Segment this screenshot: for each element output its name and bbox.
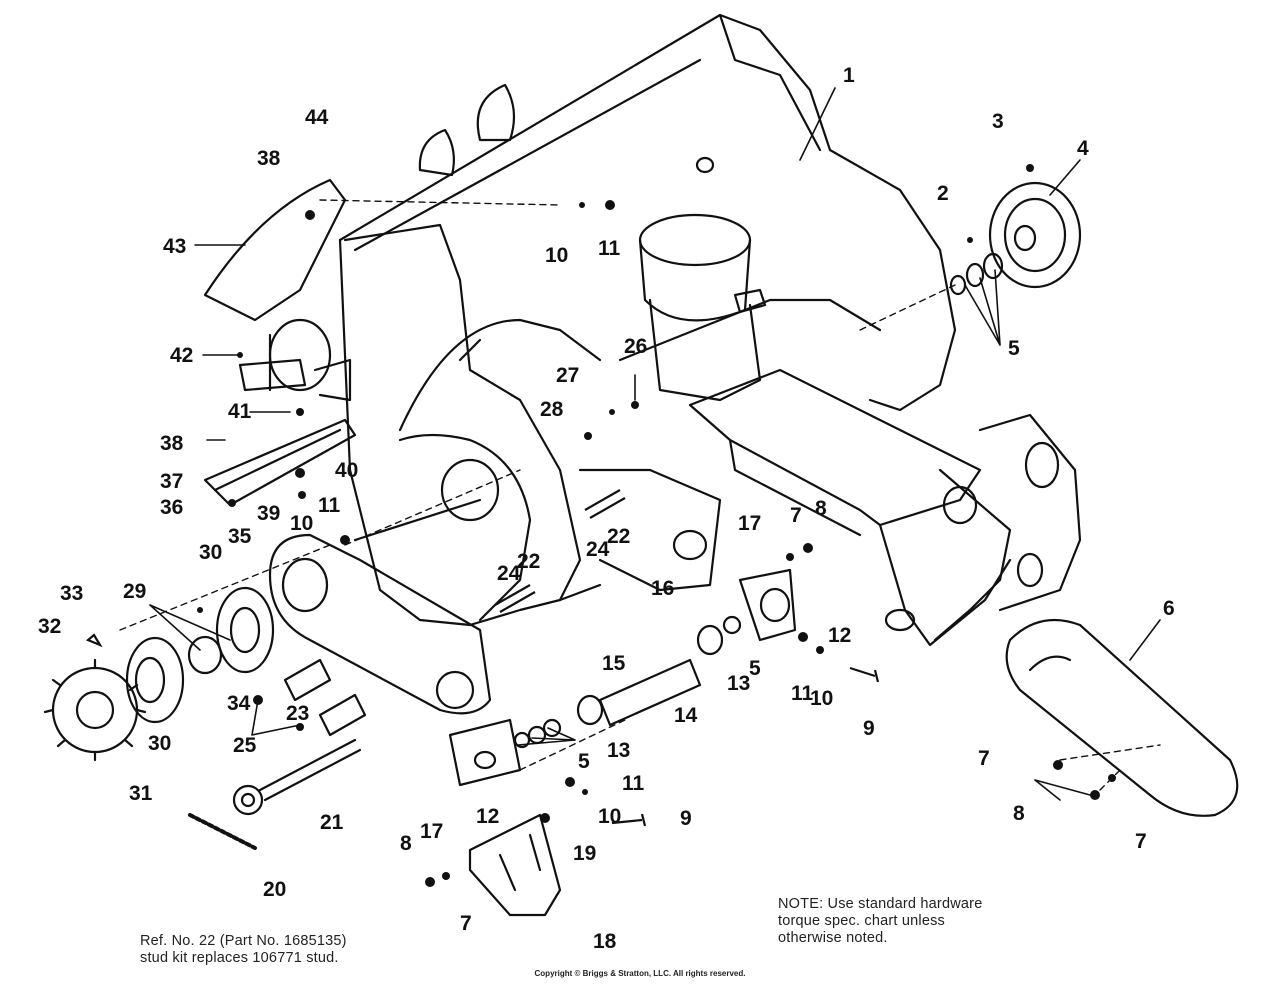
callout-11d: 11 bbox=[622, 772, 645, 795]
callout-6: 6 bbox=[1163, 597, 1175, 620]
callout-18: 18 bbox=[593, 930, 617, 953]
chute-collar bbox=[638, 213, 767, 402]
callout-21: 21 bbox=[320, 811, 344, 834]
torque-note-line-1: NOTE: Use standard hardware bbox=[778, 896, 983, 912]
callout-7a: 7 bbox=[790, 504, 802, 527]
callout-7d: 7 bbox=[460, 912, 472, 935]
callout-39: 39 bbox=[257, 502, 280, 525]
copyright-notice: Copyright © Briggs & Stratton, LLC. All … bbox=[534, 969, 746, 978]
large-sprocket bbox=[43, 658, 147, 762]
callout-5a: 5 bbox=[1008, 337, 1020, 360]
callout-43: 43 bbox=[163, 235, 186, 258]
callout-12b: 12 bbox=[476, 805, 499, 828]
torque-note-line-3: otherwise noted. bbox=[778, 930, 888, 946]
callout-10c: 10 bbox=[810, 687, 833, 710]
callout-8b: 8 bbox=[1013, 802, 1025, 825]
callout-4: 4 bbox=[1077, 137, 1089, 160]
assembly-lines bbox=[119, 199, 1161, 791]
callout-25: 25 bbox=[233, 734, 257, 757]
callout-9b: 9 bbox=[680, 807, 692, 830]
callout-11a: 11 bbox=[598, 237, 621, 260]
bearing-flanges bbox=[125, 586, 275, 724]
callout-10d: 10 bbox=[598, 805, 621, 828]
callout-36: 36 bbox=[160, 496, 183, 519]
callout-24b: 24 bbox=[497, 562, 521, 585]
reference-note: Ref. No. 22 (Part No. 1685135) stud kit … bbox=[140, 933, 347, 967]
reference-note-line-1: Ref. No. 22 (Part No. 1685135) bbox=[140, 933, 347, 949]
callout-15: 15 bbox=[602, 652, 626, 675]
leader-lines bbox=[149, 87, 1161, 801]
callout-10a: 10 bbox=[545, 244, 568, 267]
callout-1: 1 bbox=[843, 64, 855, 87]
callout-24a: 24 bbox=[586, 538, 610, 561]
pulley bbox=[949, 181, 1082, 296]
hardware-dots bbox=[197, 164, 1116, 887]
bolts bbox=[85, 489, 880, 827]
callout-17a: 17 bbox=[738, 512, 761, 535]
callout-11c: 11 bbox=[791, 682, 814, 705]
callout-7c: 7 bbox=[1135, 830, 1147, 853]
belt-cover bbox=[1005, 618, 1239, 817]
callout-9a: 9 bbox=[863, 717, 875, 740]
callout-2: 2 bbox=[937, 182, 949, 205]
callout-13b: 13 bbox=[607, 739, 630, 762]
callout-22b: 22 bbox=[517, 550, 540, 573]
callout-22a: 22 bbox=[607, 525, 630, 548]
callout-10b: 10 bbox=[290, 512, 313, 535]
torque-note-line-2: torque spec. chart unless bbox=[778, 913, 946, 929]
side-plate bbox=[343, 223, 722, 622]
frame-channel bbox=[688, 368, 1082, 647]
callout-37: 37 bbox=[160, 470, 183, 493]
callout-30a: 30 bbox=[199, 541, 222, 564]
callout-34: 34 bbox=[227, 692, 251, 715]
housing-part bbox=[338, 13, 957, 627]
callout-44: 44 bbox=[305, 106, 329, 129]
auger bbox=[203, 178, 352, 402]
callout-28: 28 bbox=[540, 398, 564, 421]
bracket-assembly bbox=[448, 568, 797, 787]
callout-16: 16 bbox=[651, 577, 674, 600]
torque-note: NOTE: Use standard hardware torque spec.… bbox=[778, 896, 982, 947]
callout-27: 27 bbox=[556, 364, 579, 387]
callout-17b: 17 bbox=[420, 820, 443, 843]
spacers-and-shaft bbox=[232, 658, 367, 816]
callout-33: 33 bbox=[60, 582, 83, 605]
callout-35: 35 bbox=[228, 525, 252, 548]
callout-5c: 5 bbox=[578, 750, 590, 773]
callout-3: 3 bbox=[992, 110, 1004, 133]
callout-13a: 13 bbox=[727, 672, 750, 695]
callout-41: 41 bbox=[228, 400, 252, 423]
callout-40: 40 bbox=[335, 459, 358, 482]
callout-12a: 12 bbox=[828, 624, 851, 647]
drive-chain bbox=[188, 813, 257, 850]
callout-14: 14 bbox=[674, 704, 698, 727]
callout-23: 23 bbox=[286, 702, 309, 725]
callout-26: 26 bbox=[624, 335, 647, 358]
callout-5b: 5 bbox=[749, 657, 761, 680]
callout-labels: 1 2 3 4 5 5 5 6 7 7 7 7 8 8 8 9 9 10 10 … bbox=[38, 64, 1175, 953]
callout-20: 20 bbox=[263, 878, 286, 901]
callout-31: 31 bbox=[129, 782, 153, 805]
skid-shoe bbox=[468, 813, 562, 917]
callout-38a: 38 bbox=[257, 147, 281, 170]
callout-32: 32 bbox=[38, 615, 61, 638]
callout-30b: 30 bbox=[148, 732, 171, 755]
callout-8a: 8 bbox=[815, 497, 827, 520]
scraper-bar bbox=[203, 418, 357, 507]
callout-8c: 8 bbox=[400, 832, 412, 855]
reference-note-line-2: stud kit replaces 106771 stud. bbox=[140, 950, 339, 966]
callout-7b: 7 bbox=[978, 747, 990, 770]
chain-case bbox=[268, 498, 492, 715]
callout-11b: 11 bbox=[318, 494, 341, 517]
callout-38b: 38 bbox=[160, 432, 184, 455]
callout-42: 42 bbox=[170, 344, 193, 367]
callout-19: 19 bbox=[573, 842, 596, 865]
callout-29: 29 bbox=[123, 580, 146, 603]
